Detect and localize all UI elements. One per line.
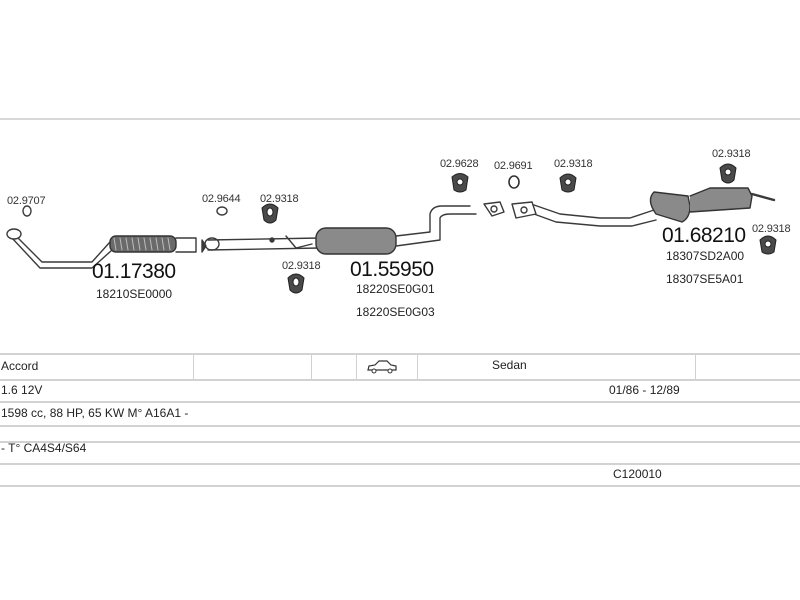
type-cell: - T° CA4S4/S64 [1,441,87,455]
table-row: - T° CA4S4/S64 [0,441,800,465]
part-label-02-9318-e: 02.9318 [752,223,791,235]
top-divider [0,118,800,120]
part-label-02-9318-a: 02.9318 [260,193,299,205]
table-row: C120010 [0,465,800,487]
front-pipe-number: 01.17380 [92,260,176,283]
part-label-02-9318-d: 02.9318 [712,148,751,160]
front-pipe-oem-1: 18210SE0000 [96,287,173,301]
body-cell: Sedan [492,358,527,372]
middle-silencer-oem-1: 18220SE0G01 [356,282,435,296]
clamp-02-9644-part[interactable] [204,237,220,251]
middle-silencer-oem-2: 18220SE0G03 [356,305,435,319]
gasket-flange-rear-part[interactable] [511,201,537,219]
front-pipe-part[interactable] [6,228,197,269]
middle-silencer-number: 01.55950 [350,258,434,281]
engine-cell: 1.6 12V [1,383,43,397]
part-label-02-9707: 02.9707 [7,195,46,207]
part-label-02-9318-c: 02.9318 [554,158,593,170]
table-row: Accord Sedan [0,353,800,381]
middle-silencer-part[interactable] [201,205,477,255]
rear-silencer-oem-2: 18307SE5A01 [666,272,744,286]
table-row [0,427,800,443]
part-label-02-9691: 02.9691 [494,160,533,172]
model-cell: Accord [1,359,39,373]
rear-silencer-number: 01.68210 [662,224,746,247]
table-row: 1.6 12V 01/86 - 12/89 [0,379,800,403]
table-row: 1598 cc, 88 HP, 65 KW M° A16A1 - [0,403,800,427]
part-label-02-9318-b: 02.9318 [282,260,321,272]
code-cell: C120010 [613,467,662,481]
rear-silencer-oem-1: 18307SD2A00 [666,249,745,263]
gasket-flange-part[interactable] [483,201,505,217]
part-label-02-9628: 02.9628 [440,158,479,170]
part-label-02-9644: 02.9644 [202,193,241,205]
clamp-02-9707-part[interactable] [22,205,32,217]
car-sedan-icon [367,360,397,374]
rear-silencer-part[interactable] [533,187,776,227]
dates-cell: 01/86 - 12/89 [609,383,680,397]
spec-cell: 1598 cc, 88 HP, 65 KW M° A16A1 - [1,406,189,420]
gasket-02-9691-part[interactable] [508,175,520,189]
clamp-02-9644-small-part[interactable] [216,206,228,216]
